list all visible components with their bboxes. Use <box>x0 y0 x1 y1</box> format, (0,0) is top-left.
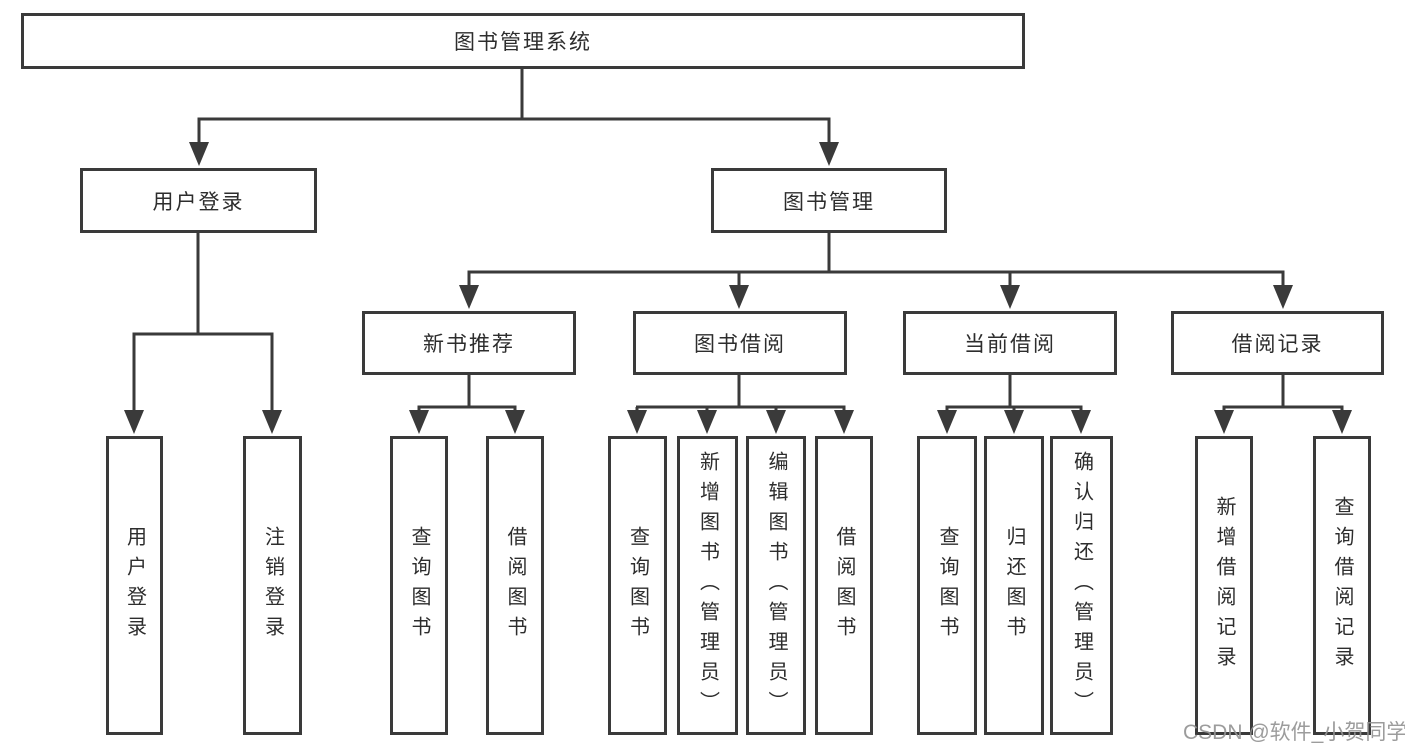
node-book-borrowing: 图书借阅 <box>633 311 847 375</box>
leaf-query-books: 查询图书 <box>917 436 977 735</box>
node-current-borrowing: 当前借阅 <box>903 311 1117 375</box>
node-book-management: 图书管理 <box>711 168 947 233</box>
leaf-edit-book-admin: 编辑图书（管理员） <box>746 436 806 735</box>
leaf-query-books: 查询图书 <box>608 436 667 735</box>
leaf-query-books: 查询图书 <box>390 436 448 735</box>
node-borrow-records: 借阅记录 <box>1171 311 1384 375</box>
leaf-logout: 注销登录 <box>243 436 302 735</box>
node-library-system: 图书管理系统 <box>21 13 1025 69</box>
leaf-add-borrow-record: 新增借阅记录 <box>1195 436 1253 735</box>
csdn-watermark: CSDN @软件_小贺同学 <box>1183 721 1405 744</box>
node-user-login: 用户登录 <box>80 168 317 233</box>
leaf-return-book: 归还图书 <box>984 436 1044 735</box>
leaf-query-borrow-record: 查询借阅记录 <box>1313 436 1371 735</box>
arrowheads <box>124 142 1352 434</box>
leaf-confirm-return-admin: 确认归还（管理员） <box>1050 436 1113 735</box>
leaf-add-book-admin: 新增图书（管理员） <box>677 436 738 735</box>
leaf-user-login: 用户登录 <box>106 436 163 735</box>
leaf-borrow-book: 借阅图书 <box>486 436 544 735</box>
node-new-book-recommend: 新书推荐 <box>362 311 576 375</box>
leaf-borrow-book: 借阅图书 <box>815 436 873 735</box>
